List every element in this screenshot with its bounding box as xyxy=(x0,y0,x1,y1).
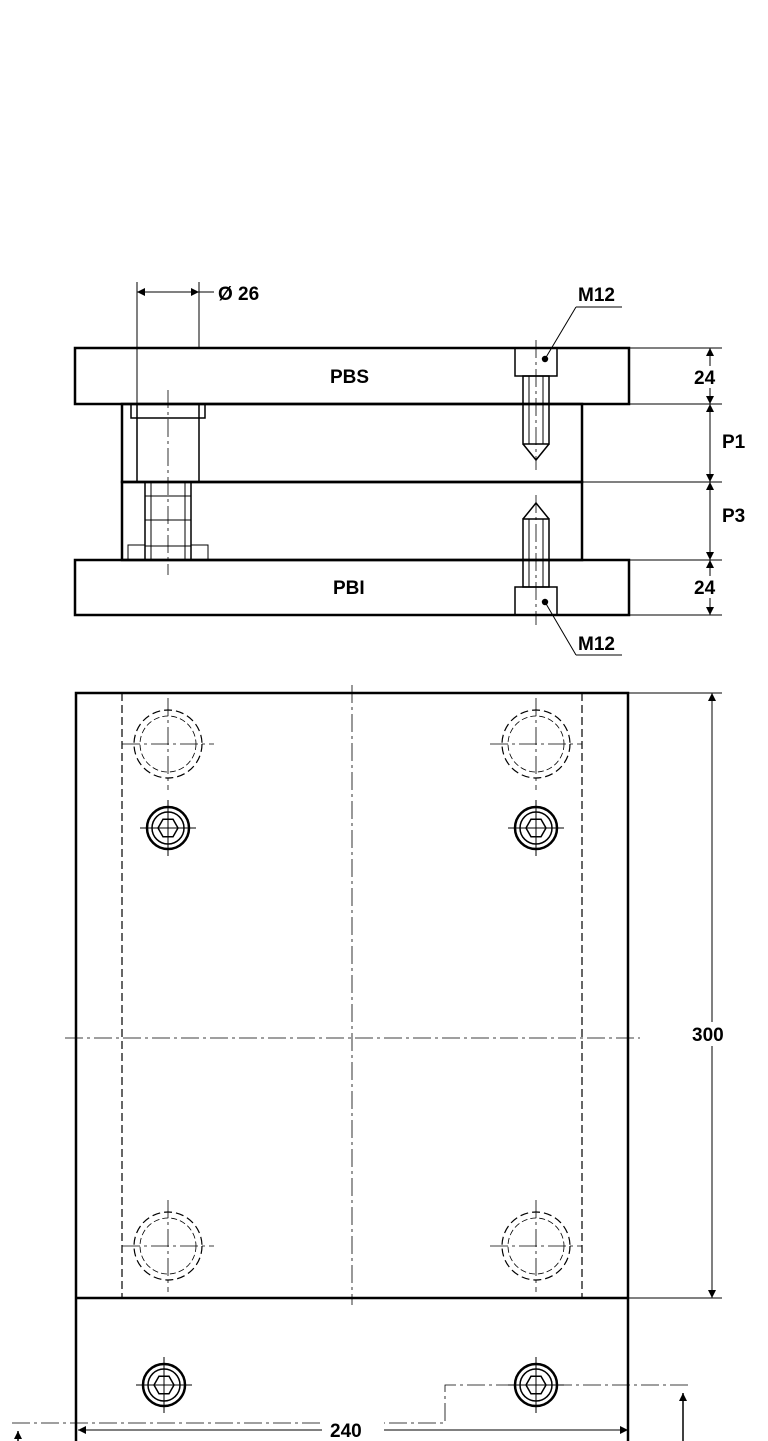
stack-dimensions: 24 P1 P3 24 xyxy=(582,347,746,616)
screw-head-tr xyxy=(508,800,564,856)
dim-plan-height: 300 xyxy=(692,1025,724,1046)
label-pbs: PBS xyxy=(330,367,369,388)
plate-p1 xyxy=(120,402,584,484)
section-view: PBS PBI Ø 26 M12 M12 xyxy=(73,282,746,656)
upper-screw xyxy=(514,340,558,470)
section-cut-line xyxy=(12,1384,690,1441)
screw-head-bl xyxy=(136,1357,192,1413)
guide-hole-tr xyxy=(490,698,582,790)
dim-lower-thickness: 24 xyxy=(694,578,716,599)
label-screw-upper: M12 xyxy=(578,285,615,306)
lower-screw xyxy=(514,495,558,625)
screw-head-tl xyxy=(140,800,196,856)
guide-hole-bl xyxy=(122,1200,214,1292)
height-dimension: 300 xyxy=(628,692,734,1299)
width-dimension: 240 xyxy=(78,1419,628,1441)
diameter-dimension: Ø 26 xyxy=(136,282,259,404)
guide-holes xyxy=(122,698,582,1292)
upper-screw-leader: M12 xyxy=(544,285,622,360)
guide-hole-br xyxy=(490,1200,582,1292)
guide-bushing xyxy=(127,390,209,575)
dim-plan-width: 240 xyxy=(330,1421,362,1441)
dim-p1: P1 xyxy=(722,432,746,453)
guide-hole-tl xyxy=(122,698,214,790)
plan-view: 300 240 xyxy=(12,685,734,1441)
label-screw-lower: M12 xyxy=(578,634,615,655)
dim-p3: P3 xyxy=(722,506,745,527)
dim-upper-thickness: 24 xyxy=(694,368,716,389)
label-pbi: PBI xyxy=(333,578,365,599)
label-bore-diameter: Ø 26 xyxy=(218,284,259,305)
lower-screw-leader: M12 xyxy=(544,601,622,656)
lower-plate xyxy=(73,558,631,617)
screw-heads xyxy=(136,800,564,1413)
